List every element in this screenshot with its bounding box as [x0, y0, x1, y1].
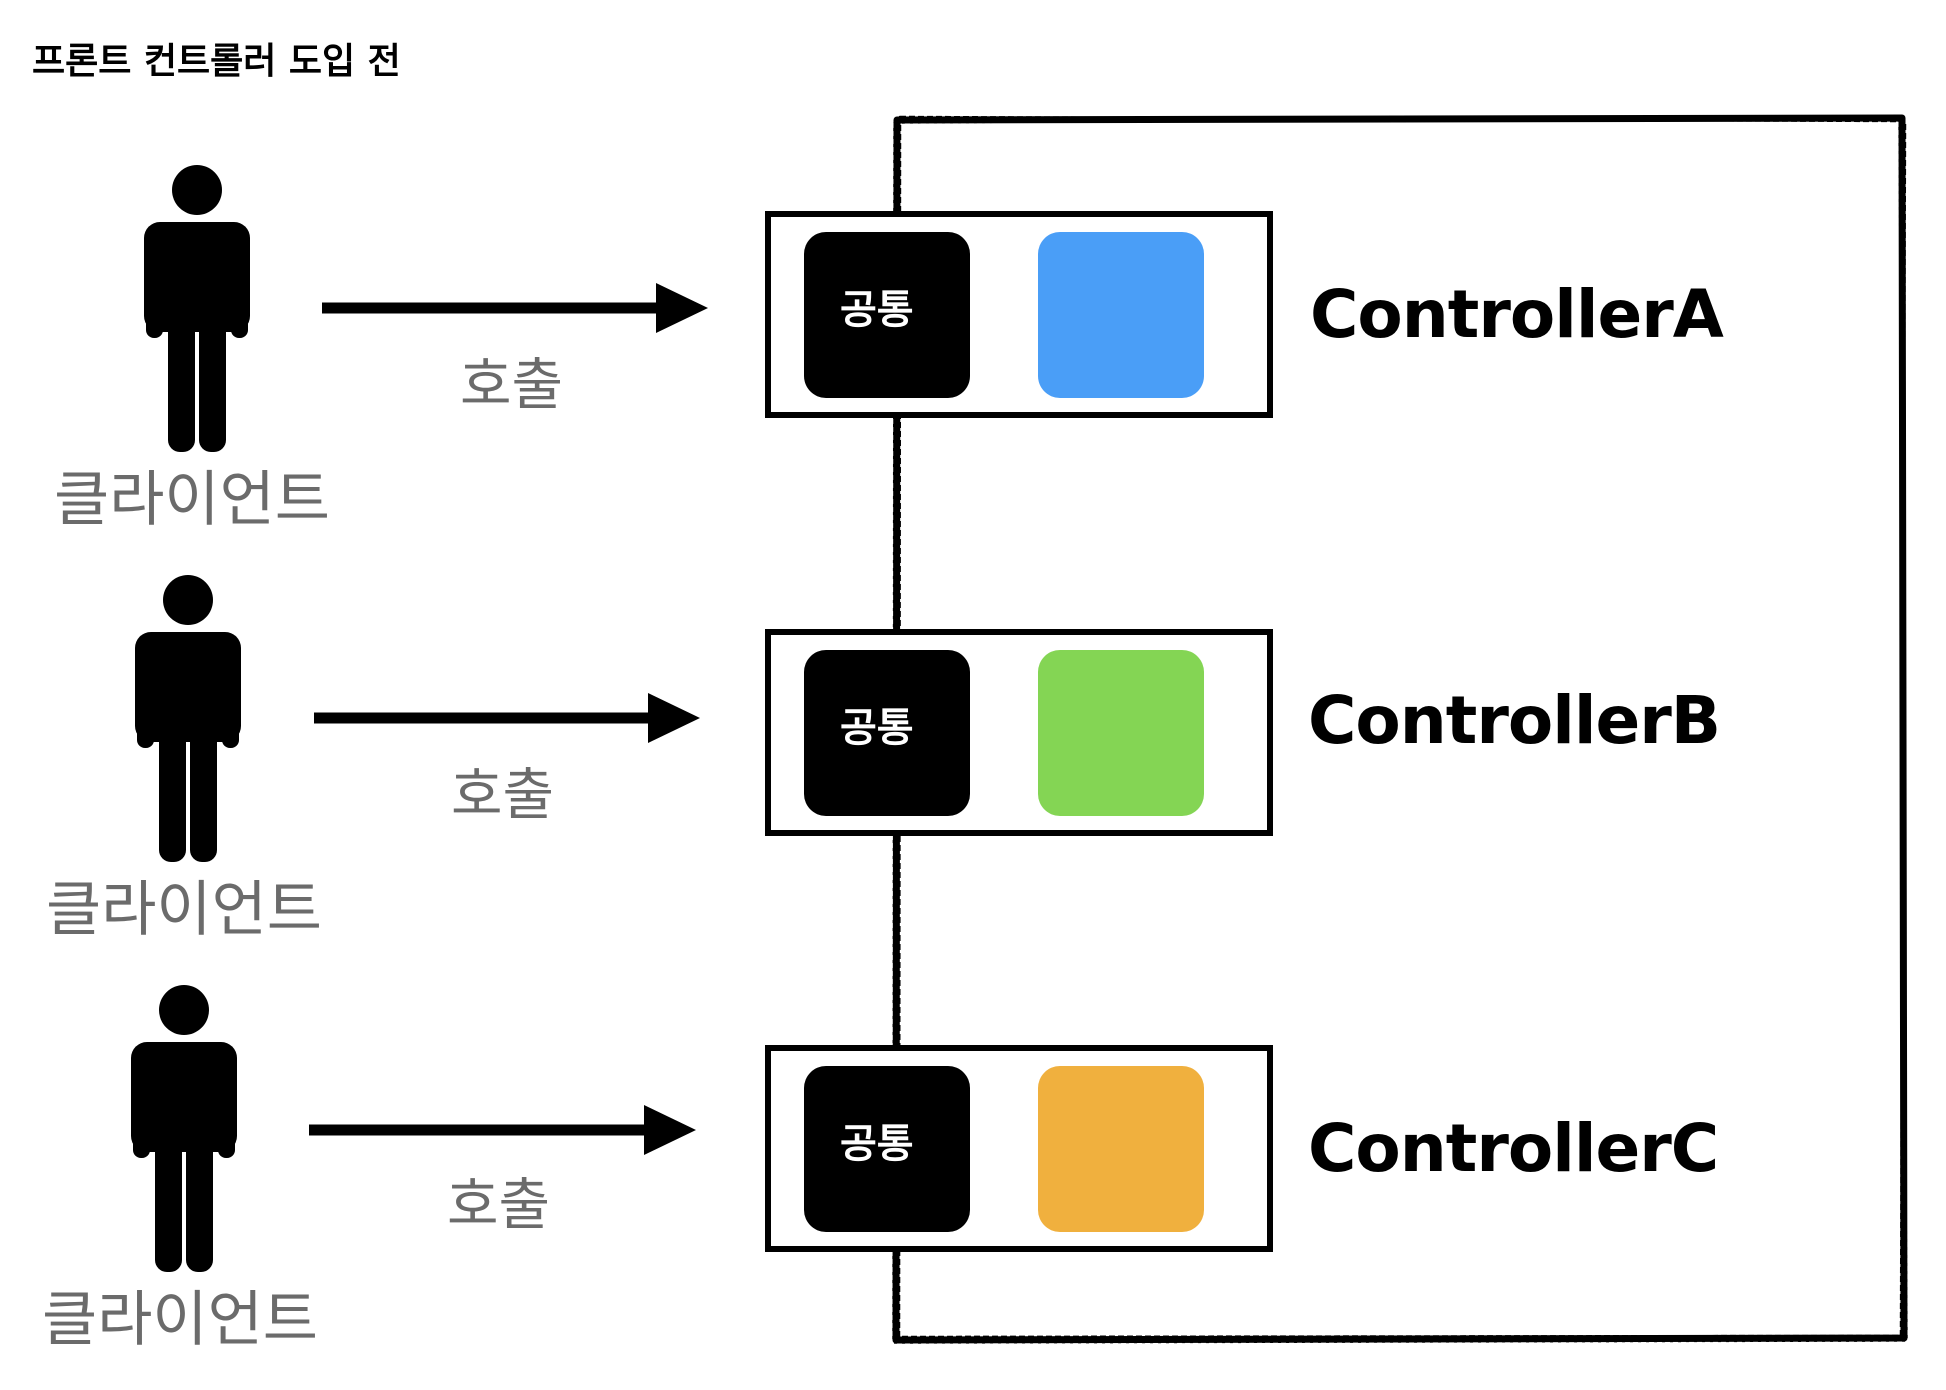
arrowhead-c [644, 1105, 696, 1155]
person-icon [131, 985, 237, 1272]
client-label-a: 클라이언트 [54, 465, 330, 535]
client-a [144, 165, 708, 452]
client-c [131, 985, 696, 1272]
arrowhead-b [648, 693, 700, 743]
person-icon [144, 165, 250, 452]
client-label-b: 클라이언트 [46, 875, 322, 945]
controller-c-label: ControllerC [1308, 1110, 1719, 1187]
person-icon [135, 575, 241, 862]
controller-b-label: ControllerB [1308, 682, 1721, 759]
client-b [135, 575, 700, 862]
common-block-b [804, 650, 970, 816]
controller-a-swatch [1038, 232, 1204, 398]
call-label-b: 호출 [451, 763, 555, 828]
common-label-c: 공통 [840, 1121, 914, 1167]
call-label-c: 호출 [447, 1173, 551, 1238]
controller-b-swatch [1038, 650, 1204, 816]
common-block-a [804, 232, 970, 398]
page-title: 프론트 컨트롤러 도입 전 [32, 41, 401, 82]
common-label-b: 공통 [840, 705, 914, 751]
controller-a-box [765, 211, 1273, 418]
common-label-a: 공통 [840, 287, 914, 333]
call-label-a: 호출 [460, 353, 564, 418]
server-frame [892, 114, 1908, 1344]
controller-a-label: ControllerA [1310, 276, 1724, 353]
controller-c-swatch [1038, 1066, 1204, 1232]
common-block-c [804, 1066, 970, 1232]
controller-b-box [765, 629, 1273, 836]
arrowhead-a [656, 283, 708, 333]
client-label-c: 클라이언트 [42, 1285, 318, 1355]
controller-c-box [765, 1045, 1273, 1252]
